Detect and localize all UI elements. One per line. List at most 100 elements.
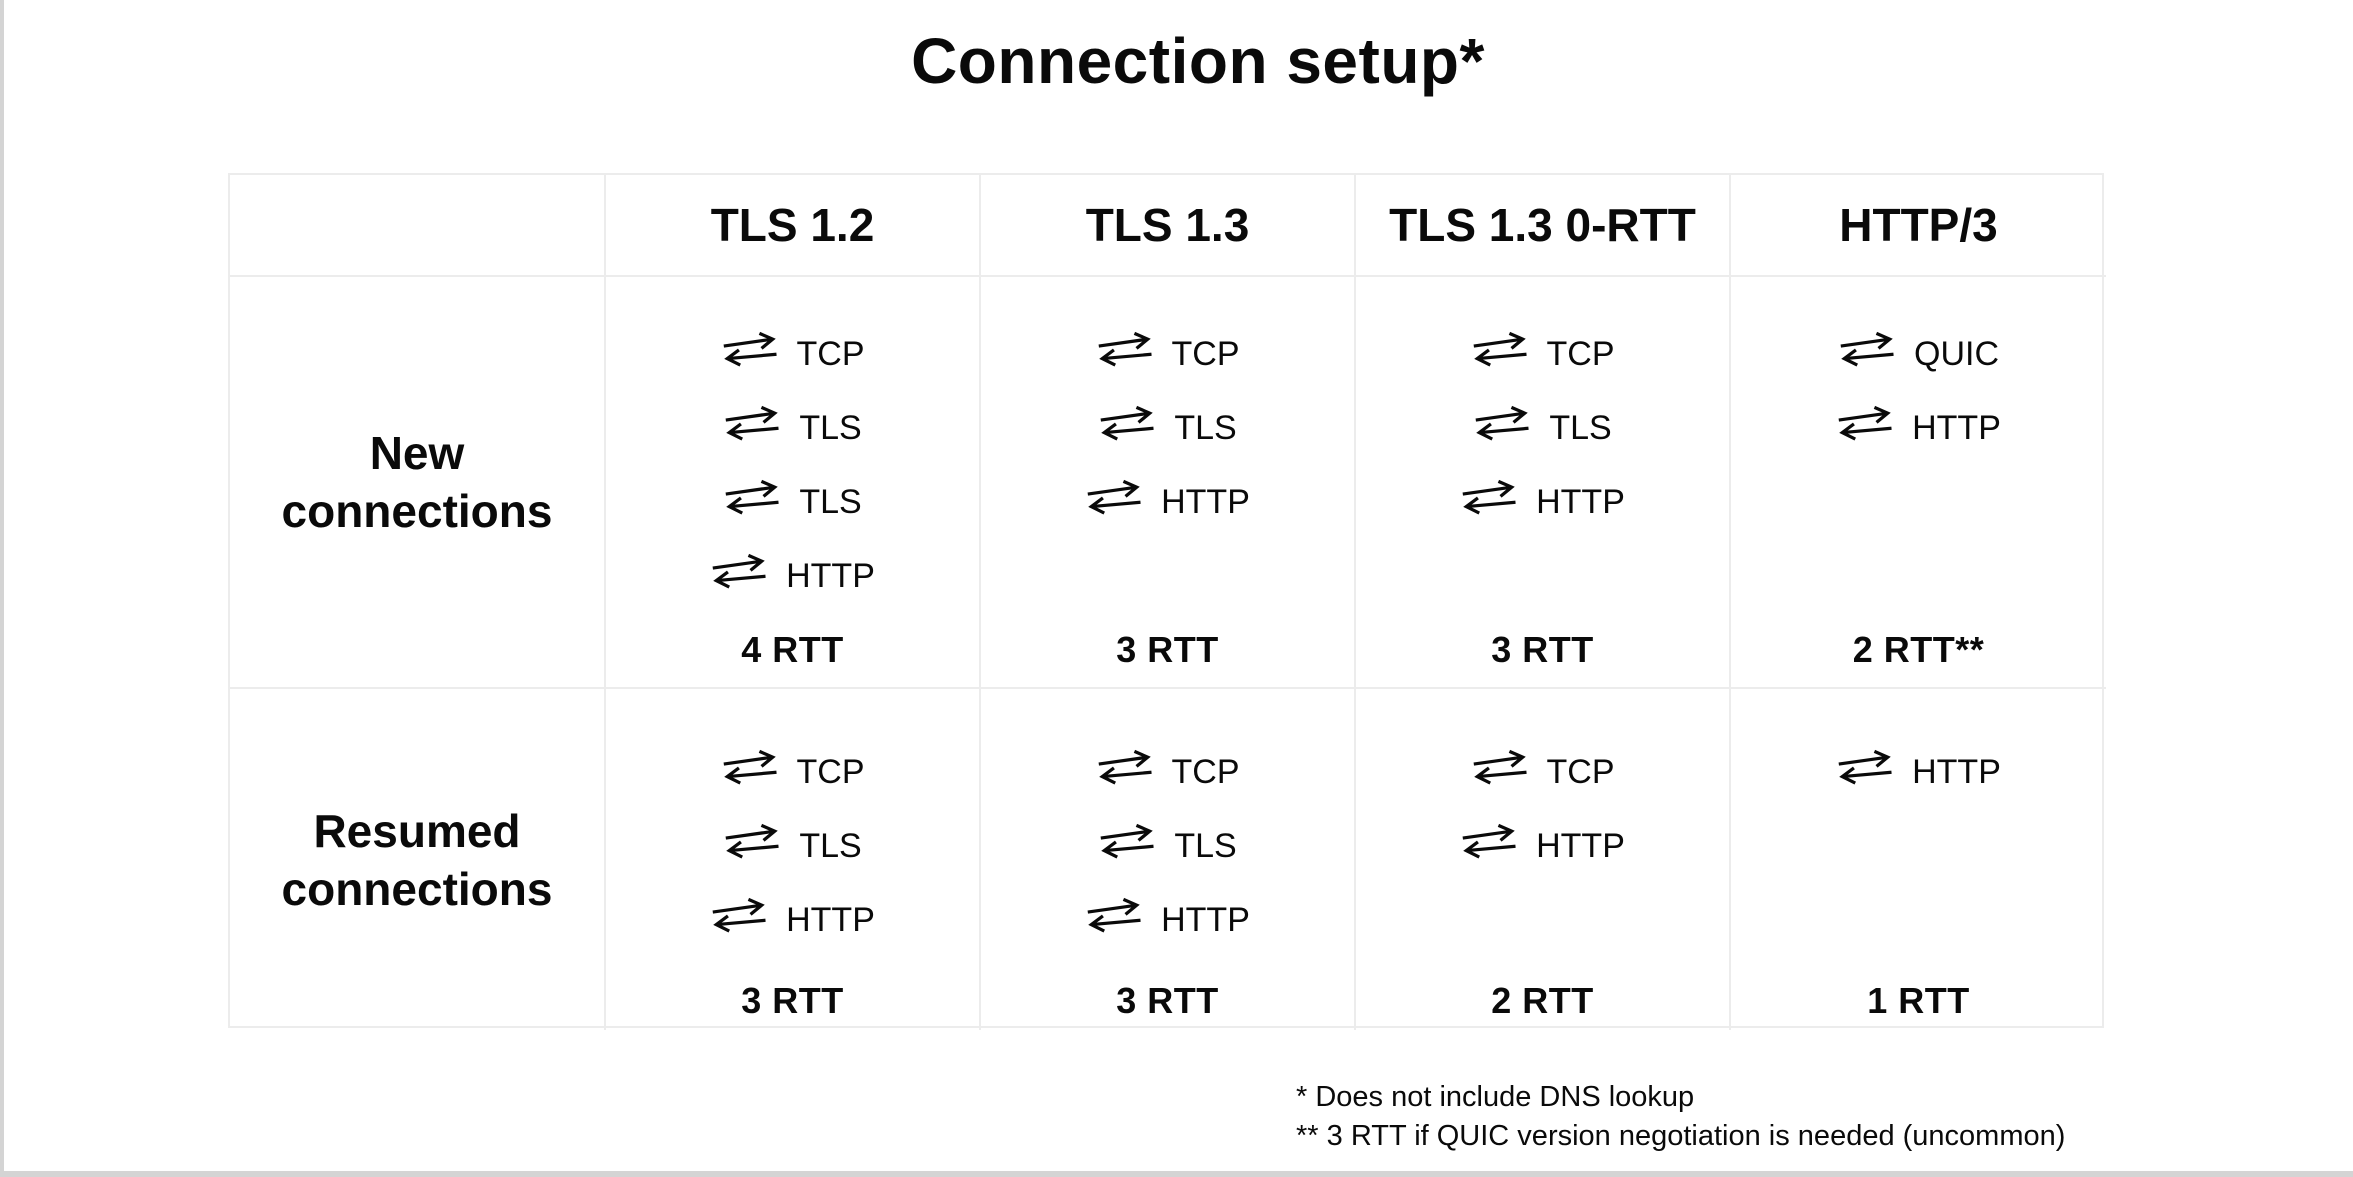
round-trip-arrows-icon	[710, 552, 768, 590]
round-trip-step: HTTP	[606, 893, 979, 939]
round-trip-arrows-icon	[1098, 404, 1157, 442]
round-trip-step: HTTP	[1731, 745, 2106, 791]
protocol-label: TLS	[1174, 408, 1237, 447]
cell-resumed-tls13: TCP TLS HTTP 3 RTT	[981, 689, 1356, 1030]
rtt-total: 3 RTT	[1491, 629, 1594, 670]
rtt-total: 2 RTT	[1491, 980, 1594, 1021]
connection-setup-table: TLS 1.2 TLS 1.3 TLS 1.3 0-RTT HTTP/3 New…	[228, 173, 2106, 1030]
row-header-new-connections: New connections	[230, 277, 606, 689]
round-trip-arrows-icon	[723, 404, 782, 442]
round-trip-arrows-icon	[1836, 748, 1894, 786]
footnote-dns: * Does not include DNS lookup	[1296, 1081, 1695, 1113]
round-trip-arrows-icon	[723, 478, 782, 516]
canvas-left-edge	[0, 0, 4, 1177]
round-trip-step: TLS	[606, 475, 979, 521]
protocol-label: HTTP	[786, 556, 875, 595]
cell-new-tls13: TCP TLS HTTP 3 RTT	[981, 277, 1356, 689]
footnotes: * Does not include DNS lookup ** 3 RTT i…	[1296, 1078, 2065, 1156]
round-trip-arrows-icon	[1460, 822, 1518, 860]
round-trip-step: TCP	[981, 745, 1354, 791]
handshake-steps: TCP TLS HTTP	[606, 689, 979, 939]
handshake-steps: QUIC HTTP	[1731, 277, 2106, 447]
protocol-label: TCP	[1546, 752, 1615, 791]
handshake-steps: TCP TLS HTTP	[981, 689, 1354, 939]
cell-new-tls13-0rtt: TCP TLS HTTP 3 RTT	[1356, 277, 1731, 689]
round-trip-step: HTTP	[1731, 401, 2106, 447]
round-trip-arrows-icon	[1838, 330, 1896, 368]
cell-new-tls12: TCP TLS TLS HTTP 4 RTT	[606, 277, 981, 689]
rtt-total: 3 RTT	[1116, 629, 1219, 670]
protocol-label: HTTP	[1536, 826, 1625, 865]
protocol-label: TLS	[799, 482, 862, 521]
rtt-total: 3 RTT	[741, 980, 844, 1021]
round-trip-arrows-icon	[1460, 478, 1518, 516]
rtt-total: 1 RTT	[1867, 980, 1970, 1021]
protocol-label: TCP	[796, 752, 865, 791]
round-trip-step: TLS	[981, 401, 1354, 447]
round-trip-arrows-icon	[710, 896, 768, 934]
cell-resumed-tls12: TCP TLS HTTP 3 RTT	[606, 689, 981, 1030]
handshake-steps: TCP TLS HTTP	[1356, 277, 1729, 521]
round-trip-step: TCP	[981, 327, 1354, 373]
round-trip-step: TCP	[1356, 327, 1729, 373]
round-trip-arrows-icon	[1836, 404, 1894, 442]
column-header-tls13: TLS 1.3	[981, 175, 1356, 277]
page-title: Connection setup*	[911, 25, 1485, 97]
protocol-label: TLS	[799, 826, 862, 865]
round-trip-arrows-icon	[1095, 748, 1154, 786]
round-trip-step: HTTP	[606, 549, 979, 595]
rtt-total: 4 RTT	[741, 629, 844, 670]
cell-resumed-http3: HTTP 1 RTT	[1731, 689, 2106, 1030]
round-trip-step: HTTP	[1356, 475, 1729, 521]
round-trip-arrows-icon	[1098, 822, 1157, 860]
rtt-total: 3 RTT	[1116, 980, 1219, 1021]
handshake-steps: HTTP	[1731, 689, 2106, 791]
round-trip-arrows-icon	[1085, 478, 1143, 516]
protocol-label: TLS	[1174, 826, 1237, 865]
protocol-label: TCP	[1171, 752, 1240, 791]
protocol-label: TCP	[1171, 334, 1240, 373]
round-trip-arrows-icon	[1085, 896, 1143, 934]
round-trip-step: QUIC	[1731, 327, 2106, 373]
protocol-label: QUIC	[1914, 334, 1999, 373]
round-trip-step: TCP	[606, 327, 979, 373]
round-trip-arrows-icon	[723, 822, 782, 860]
protocol-label: HTTP	[1161, 900, 1250, 939]
column-header-tls12: TLS 1.2	[606, 175, 981, 277]
protocol-label: HTTP	[1912, 752, 2001, 791]
cell-resumed-tls13-0rtt: TCP HTTP 2 RTT	[1356, 689, 1731, 1030]
round-trip-step: TCP	[1356, 745, 1729, 791]
protocol-label: TLS	[1549, 408, 1612, 447]
protocol-label: HTTP	[1536, 482, 1625, 521]
protocol-label: HTTP	[1912, 408, 2001, 447]
corner-blank-cell	[230, 175, 606, 277]
row-header-resumed-connections: Resumed connections	[230, 689, 606, 1030]
round-trip-step: TLS	[1356, 401, 1729, 447]
round-trip-arrows-icon	[720, 330, 779, 368]
round-trip-arrows-icon	[1473, 404, 1532, 442]
round-trip-arrows-icon	[1095, 330, 1154, 368]
protocol-label: HTTP	[1161, 482, 1250, 521]
handshake-steps: TCP HTTP	[1356, 689, 1729, 865]
round-trip-step: TLS	[606, 819, 979, 865]
rtt-total: 2 RTT**	[1852, 629, 1985, 670]
footnote-quic-negotiation: ** 3 RTT if QUIC version negotiation is …	[1296, 1120, 2066, 1152]
column-header-http3: HTTP/3	[1731, 175, 2106, 277]
protocol-label: HTTP	[786, 900, 875, 939]
handshake-steps: TCP TLS HTTP	[981, 277, 1354, 521]
round-trip-step: HTTP	[981, 893, 1354, 939]
canvas-bottom-edge	[0, 1171, 2353, 1177]
round-trip-step: HTTP	[981, 475, 1354, 521]
column-header-tls13-0rtt: TLS 1.3 0-RTT	[1356, 175, 1731, 277]
cell-new-http3: QUIC HTTP 2 RTT**	[1731, 277, 2106, 689]
round-trip-step: TCP	[606, 745, 979, 791]
round-trip-arrows-icon	[1470, 748, 1529, 786]
round-trip-arrows-icon	[720, 748, 779, 786]
round-trip-arrows-icon	[1470, 330, 1529, 368]
handshake-steps: TCP TLS TLS HTTP	[606, 277, 979, 595]
round-trip-step: HTTP	[1356, 819, 1729, 865]
protocol-label: TLS	[799, 408, 862, 447]
protocol-label: TCP	[1546, 334, 1615, 373]
round-trip-step: TLS	[606, 401, 979, 447]
round-trip-step: TLS	[981, 819, 1354, 865]
